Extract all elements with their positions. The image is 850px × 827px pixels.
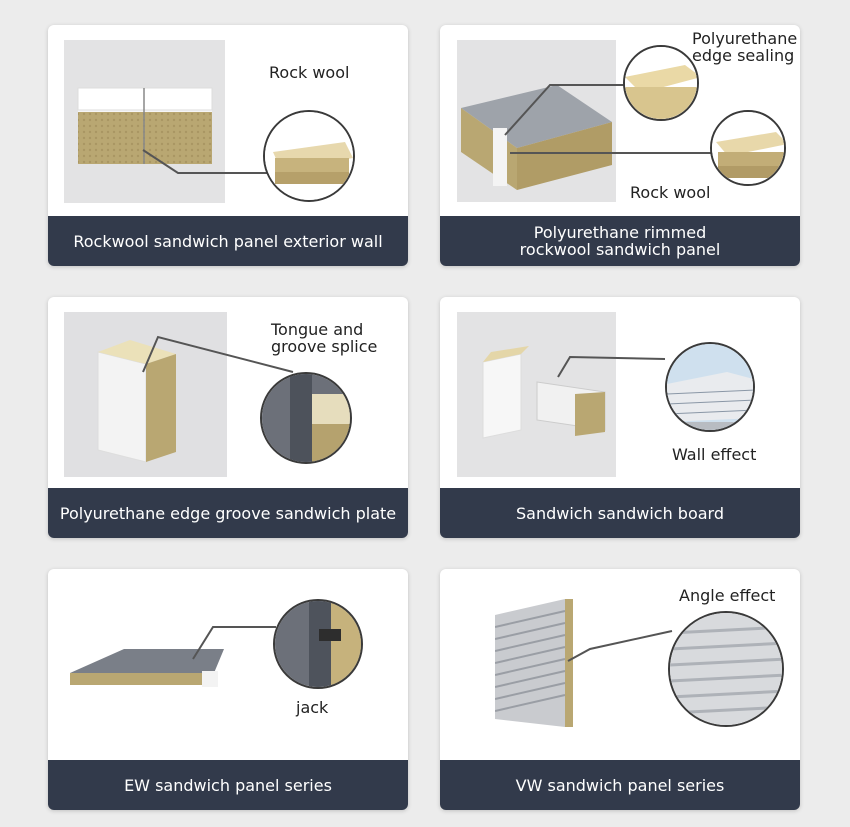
- label-jack: jack: [296, 698, 329, 717]
- product-photo: [457, 40, 616, 202]
- product-card-sandwich-board[interactable]: Wall effect Sandwich sandwich board: [440, 297, 800, 538]
- zoom-detail-circle-rock-wool: [710, 110, 786, 186]
- zoom-detail-circle: [273, 599, 363, 689]
- product-card-polyurethane-edge-groove[interactable]: Tongue and groove splice Polyurethane ed…: [48, 297, 408, 538]
- card-caption: VW sandwich panel series: [440, 760, 800, 810]
- card-caption: Sandwich sandwich board: [440, 488, 800, 538]
- product-photo: [457, 312, 616, 477]
- leader-line: [142, 335, 294, 373]
- product-card-ew-series[interactable]: jack EW sandwich panel series: [48, 569, 408, 810]
- label-rock-wool: Rock wool: [269, 63, 350, 82]
- label-wall-effect: Wall effect: [672, 445, 757, 464]
- zoom-detail-circle: [668, 611, 784, 727]
- product-card-rockwool-exterior-wall[interactable]: Rock wool Rockwool sandwich panel exteri…: [48, 25, 408, 266]
- product-photo: [64, 312, 227, 477]
- leader-line: [192, 626, 276, 660]
- zoom-detail-circle: [260, 372, 352, 464]
- zoom-detail-circle-building: [665, 342, 755, 432]
- label-polyurethane-edge-sealing: Polyurethane edge sealing: [692, 29, 798, 65]
- product-photo: [64, 629, 234, 699]
- product-photo: [64, 40, 225, 203]
- leader-line: [567, 630, 673, 662]
- product-photo: [494, 597, 575, 732]
- label-angle-effect: Angle effect: [679, 586, 776, 605]
- leader-line: [557, 355, 666, 378]
- zoom-detail-circle: [263, 110, 355, 202]
- product-card-polyurethane-rimmed-rockwool[interactable]: Polyurethane edge sealing Rock wool Poly…: [440, 25, 800, 266]
- leader-line: [504, 84, 712, 154]
- card-caption: EW sandwich panel series: [48, 760, 408, 810]
- label-rock-wool: Rock wool: [630, 183, 711, 202]
- label-tongue-groove-splice: Tongue and groove splice: [271, 320, 378, 356]
- zoom-detail-circle-polyurethane: [623, 45, 699, 121]
- card-caption: Polyurethane rimmed rockwool sandwich pa…: [440, 216, 800, 266]
- leader-line: [142, 149, 268, 174]
- product-card-vw-series[interactable]: Angle effect VW sandwich panel series: [440, 569, 800, 810]
- card-caption: Polyurethane edge groove sandwich plate: [48, 488, 408, 538]
- card-caption: Rockwool sandwich panel exterior wall: [48, 216, 408, 266]
